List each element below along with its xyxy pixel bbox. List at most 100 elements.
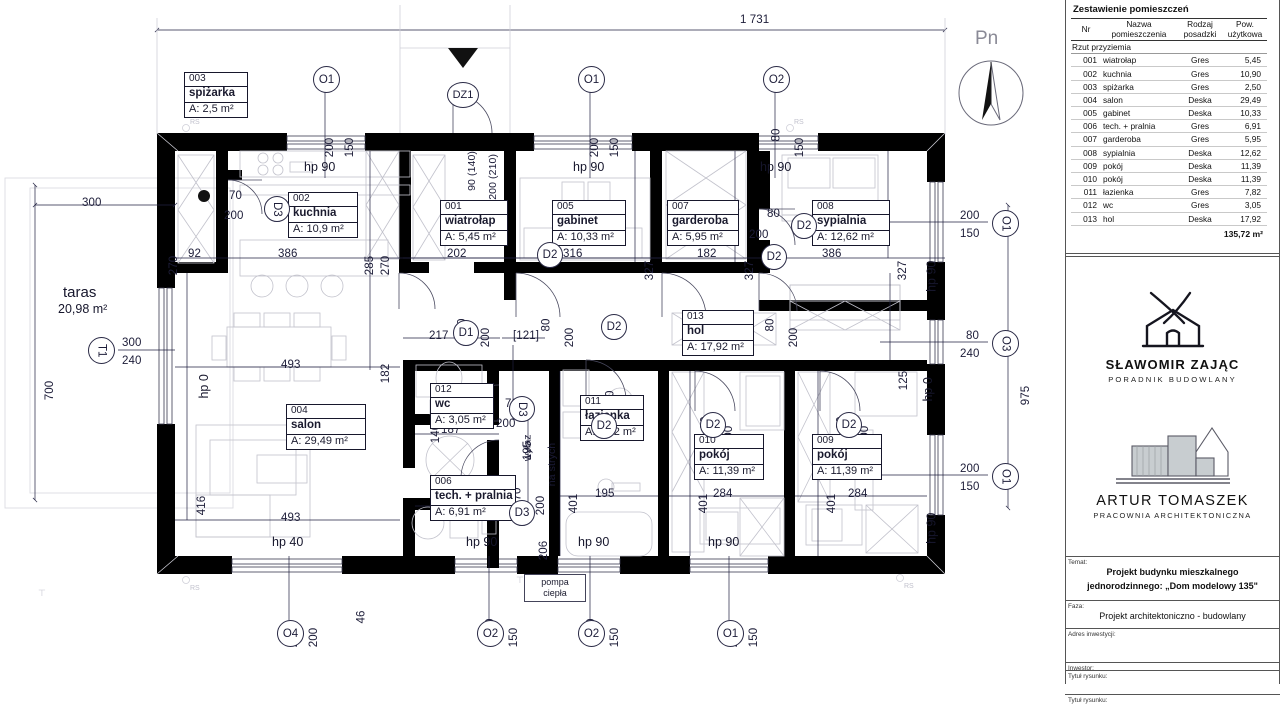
window-mark-o2-bottom-a[interactable]: O2 — [477, 620, 504, 647]
dim-150-o1-bot: 150 — [747, 627, 760, 648]
dim-240-o3: 240 — [960, 348, 980, 360]
dim-200-wc: 200 — [496, 418, 516, 430]
room-tag-013: 013 hol A: 17,92 m² — [682, 310, 754, 356]
section-label: Rzut przyziemia — [1071, 40, 1267, 55]
dim-125: 125 — [897, 370, 910, 391]
col-header-area: Pow. użytkowa — [1223, 17, 1267, 42]
studio-logo-block: ARTUR TOMASZEK PRACOWNIA ARCHITEKTONICZN… — [1065, 424, 1280, 520]
dim-200-sypialnia: 200 — [749, 229, 769, 241]
temat-line2: jednorodzinnego: „Dom modelowy 135" — [1087, 581, 1258, 592]
inwestor-label: Inwestor: — [1068, 665, 1094, 672]
temat-line1: Projekt budynku mieszkalnego — [1106, 567, 1239, 577]
window-mark-o1-right-b[interactable]: O1 — [992, 463, 1019, 490]
window-mark-t1[interactable]: T1 — [88, 337, 115, 364]
window-mark-o3-right[interactable]: O3 — [992, 330, 1019, 357]
room-tag-009: 009 pokój A: 11,39 m² — [812, 434, 882, 480]
titleblock-faza: Faza: Projekt architektoniczno - budowla… — [1065, 600, 1280, 625]
dim-80-o2-top: 80 — [770, 128, 783, 142]
door-mark-d3-kuchnia[interactable]: D3 — [264, 196, 290, 222]
door-mark-dz1[interactable]: DZ1 — [447, 82, 479, 108]
brand-logo-block: SŁAWOMIR ZAJĄC PORADNIK BUDOWLANY — [1065, 290, 1280, 384]
dim-202: 202 — [447, 248, 467, 260]
hp-label-gabinet: hp 90 — [573, 160, 605, 174]
room-tag-010: 010 pokój A: 11,39 m² — [694, 434, 764, 480]
building-logo-icon — [1115, 427, 1230, 484]
window-mark-o4-bottom[interactable]: O4 — [277, 620, 304, 647]
door-mark-d2-hol[interactable]: D2 — [601, 314, 627, 340]
window-mark-o1-top-left[interactable]: O1 — [313, 66, 340, 93]
svg-text:RS: RS — [904, 583, 914, 590]
dim-150-o2-bot-b: 150 — [608, 627, 621, 648]
door-mark-d2-pokoj010[interactable]: D2 — [700, 412, 726, 438]
door-mark-d2-garderoba[interactable]: D2 — [761, 244, 787, 270]
brand-name: SŁAWOMIR ZAJĄC — [1105, 357, 1240, 372]
door-mark-d2-gabinet[interactable]: D2 — [537, 242, 563, 268]
room-schedule-title: Zestawienie pomieszczeń — [1073, 4, 1189, 15]
dim-150-o1-right-b: 150 — [960, 481, 980, 493]
dim-240-t1: 240 — [122, 355, 142, 367]
svg-text:⊤: ⊤ — [516, 575, 524, 585]
dim-206: 206 — [537, 540, 550, 561]
col-header-floor: Rodzaj posadzki — [1177, 17, 1223, 42]
titleblock-tytul: Tytuł rysunku: — [1065, 694, 1280, 704]
window-mark-o2-top[interactable]: O2 — [763, 66, 790, 93]
door-mark-d2-lazienka[interactable]: D2 — [591, 413, 617, 439]
dim-121: [121] — [513, 330, 540, 342]
room-tag-001: 001 wiatrołap A: 5,45 m² — [440, 200, 508, 246]
total-area: 135,72 m² — [1071, 224, 1267, 240]
window-mark-o1-bottom[interactable]: O1 — [717, 620, 744, 647]
dim-200-o1-right-a: 200 — [960, 210, 980, 222]
dim-200-tech: 200 — [534, 495, 547, 516]
hp-label-tech: hp 90 — [466, 535, 498, 549]
dim-182: 182 — [379, 363, 392, 384]
dim-150-o1-right-a: 150 — [960, 228, 980, 240]
dim-401-pokoj009: 401 — [825, 493, 838, 514]
door-mark-d2-pokoj009[interactable]: D2 — [836, 412, 862, 438]
window-mark-o1-top-mid[interactable]: O1 — [578, 66, 605, 93]
dim-327-gabinet: 327 — [643, 260, 656, 281]
hp-label-right-sypialnia: hp 90 — [924, 260, 939, 292]
svg-text:⊤: ⊤ — [38, 588, 46, 598]
col-header-nr: Nr — [1071, 17, 1101, 42]
door-mark-d1-wiatrolap[interactable]: D1 — [453, 320, 479, 346]
room-tag-005: 005 gabinet A: 10,33 m² — [552, 200, 626, 246]
dim-327-garderoba: 327 — [743, 260, 756, 281]
dim-700-terrace: 700 — [43, 380, 56, 401]
dim-327-sypialnia: 327 — [896, 260, 909, 281]
dim-316: 316 — [563, 248, 583, 260]
dim-300-terrace: 300 — [82, 197, 102, 209]
dim-386-sypialnia: 386 — [822, 248, 842, 260]
dim-284-pokoj010: 284 — [713, 488, 733, 500]
door-mark-d2-sypialnia[interactable]: D2 — [791, 213, 817, 239]
door-mark-d3-tech[interactable]: D3 — [509, 500, 535, 526]
titleblock-tytul-visible: Tytuł rysunku: — [1065, 670, 1280, 680]
house-hare-logo-icon — [1141, 291, 1204, 348]
dim-90-dz1: 90 (140) — [465, 150, 478, 191]
dim-401-pokoj010: 401 — [697, 493, 710, 514]
attic-hatch-label-line2: na strych — [545, 442, 558, 487]
door-mark-d3-wc[interactable]: D3 — [509, 396, 535, 422]
faza-value: Projekt architektoniczno - budowlany — [1099, 611, 1246, 621]
window-mark-o2-bottom-b[interactable]: O2 — [578, 620, 605, 647]
room-tag-002: 002 kuchnia A: 10,9 m² — [288, 192, 358, 238]
north-label: Pn — [975, 28, 999, 49]
room-tag-003: 003 spiżarka A: 2,5 m² — [184, 72, 248, 118]
room-tag-012: 012 wc A: 3,05 m² — [430, 383, 494, 429]
floor-plan-geometry: .w { fill:#000; } /* solid walls */ .thi… — [4, 5, 1024, 636]
terrace-area: 20,98 m² — [58, 302, 108, 316]
temat-label: Temat: — [1068, 559, 1088, 566]
dim-200-o1-top-mid: 200 — [588, 137, 601, 158]
dim-150-o1-top-mid: 150 — [608, 137, 621, 158]
svg-text:RS: RS — [190, 585, 200, 592]
floor-plan-drawing: .w { fill:#000; } /* solid walls */ .thi… — [4, 5, 1032, 648]
window-mark-o1-right-a[interactable]: O1 — [992, 210, 1019, 237]
faza-label: Faza: — [1068, 603, 1084, 610]
